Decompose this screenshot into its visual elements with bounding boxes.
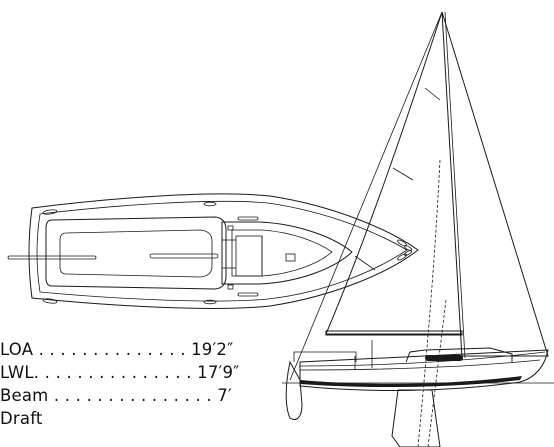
mainsail — [325, 11, 462, 335]
hull-profile — [299, 349, 549, 391]
shroud-dashed — [417, 159, 441, 447]
rudder — [285, 360, 303, 420]
spec-beam: Beam . . . . . . . . . . . . . . . 7′ — [0, 386, 232, 405]
deck-plan-cockpit-coaming — [45, 216, 227, 290]
hull-boot-stripe — [300, 376, 522, 388]
mainsail-batten-2 — [392, 167, 414, 181]
deck-plan-mast-step — [285, 253, 296, 262]
deck-plan-winch-port — [227, 225, 234, 231]
deck-plan-sliding-hatch — [235, 235, 263, 277]
deck-plan-deck-line — [36, 200, 408, 302]
deck-plan-view — [7, 193, 419, 309]
hull-sheer-line — [299, 351, 546, 367]
deck-plan-chock-starboard — [203, 299, 217, 305]
keel — [391, 389, 441, 447]
deck-plan-track-starboard — [237, 292, 259, 297]
mast — [441, 11, 463, 359]
deck-plan-bow-fitting-port — [404, 245, 412, 251]
deck-plan-cabin-top — [221, 221, 353, 285]
spec-draft: Draft — [0, 409, 43, 428]
deck-plan-chock-port — [203, 201, 217, 207]
deck-plan-bow-fitting-starboard — [404, 250, 412, 256]
deck-plan-cabin-inner — [231, 229, 333, 277]
backstay — [289, 11, 443, 381]
stern-rail — [293, 351, 357, 362]
deck-plan-tiller — [7, 255, 97, 260]
deck-plan-bow-cleat-starboard — [397, 253, 407, 261]
deck-plan-hull-outline — [28, 193, 419, 309]
deck-plan-winch-starboard — [227, 284, 234, 290]
cabin-portlight — [425, 355, 463, 361]
main-boom — [325, 330, 463, 336]
deck-plan-stern-cleat-port — [42, 209, 58, 215]
deck-plan-boom — [149, 253, 219, 259]
cabin-profile — [405, 347, 513, 363]
spec-loa: LOA . . . . . . . . . . . . . . 19′2″ — [0, 340, 234, 359]
deck-plan-cockpit-well — [59, 229, 213, 278]
jib-sail — [441, 11, 549, 357]
mainsail-batten-1 — [424, 87, 441, 101]
deck-plan-track-port — [237, 216, 259, 221]
spec-lwl: LWL. . . . . . . . . . . . . . . 17′9″ — [0, 363, 240, 382]
mainsail-batten-3 — [354, 255, 376, 271]
sail-plan-view — [282, 11, 554, 447]
deck-plan-stern-cleat-starboard — [42, 298, 58, 304]
